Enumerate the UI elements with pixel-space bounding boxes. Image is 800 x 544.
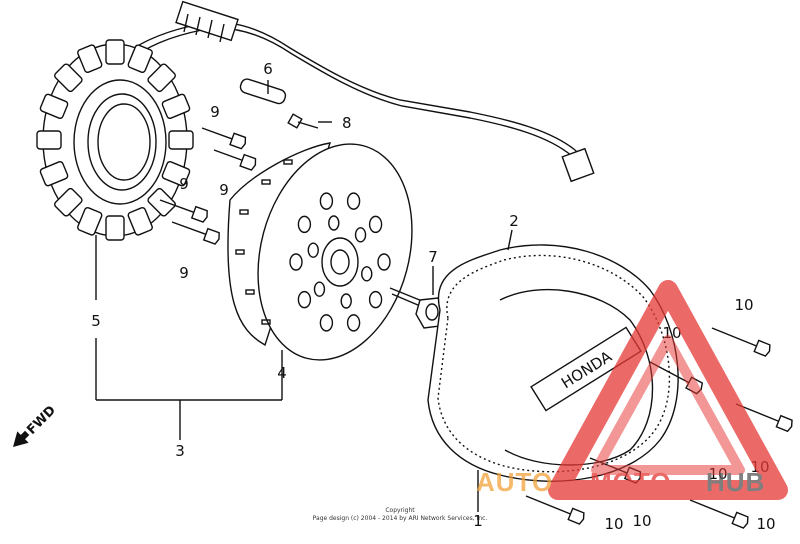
label-3: 3 xyxy=(175,442,185,460)
label-8: 8 xyxy=(342,114,352,132)
bolt-head xyxy=(753,339,771,357)
stator-tooth xyxy=(39,160,69,187)
label-10f: 10 xyxy=(632,512,651,530)
bolt xyxy=(201,127,247,150)
watermark-logo: AUTO MOTO HUB xyxy=(476,280,788,500)
rotor-hole xyxy=(313,281,326,297)
rotor-slot xyxy=(239,209,249,215)
rotor-slot xyxy=(283,159,293,165)
label-1: 1 xyxy=(473,512,483,530)
rotor-hole xyxy=(319,192,334,210)
stator-tooth xyxy=(127,206,153,236)
label-9c: 9 xyxy=(179,175,189,193)
bolt-shank xyxy=(213,149,243,161)
bolt-head xyxy=(202,227,220,245)
bolt xyxy=(525,495,585,525)
bolt-head xyxy=(567,507,585,525)
stator-tooth xyxy=(147,187,176,217)
stator-tooth xyxy=(54,63,83,93)
rotor-hole xyxy=(289,253,303,271)
stator xyxy=(36,39,194,241)
stator-tooth xyxy=(105,39,125,65)
rotor-hole xyxy=(307,242,319,258)
rotor-hole xyxy=(346,314,361,332)
stator-tooth xyxy=(161,160,191,187)
copyright-line-2: Page design (c) 2004 - 2014 by ARI Netwo… xyxy=(313,515,488,522)
bolt xyxy=(171,221,220,245)
part-labels: 6 8 9 9 9 9 5 4 3 7 2 1 10 10 10 10 10 1… xyxy=(91,60,775,533)
watermark-moto: MOTO xyxy=(590,467,672,497)
label-10a: 10 xyxy=(734,296,753,314)
bolt-shank xyxy=(689,499,735,519)
label-9a: 9 xyxy=(210,103,220,121)
bolt-shank xyxy=(159,199,195,213)
stator-tooth xyxy=(168,130,194,150)
bolt-shank xyxy=(525,495,571,515)
copyright-line-1: Copyright xyxy=(385,507,415,514)
bolt-shank xyxy=(171,221,207,235)
rotor-hole xyxy=(297,215,312,234)
generator-cover: HONDA xyxy=(427,244,679,482)
flywheel-rotor xyxy=(227,142,413,361)
arrow-left-icon xyxy=(13,431,29,447)
label-10g: 10 xyxy=(756,515,775,533)
bolt xyxy=(689,499,749,529)
fwd-label: FWD xyxy=(24,403,59,438)
stator-tooth xyxy=(77,206,103,236)
rotor-hole xyxy=(361,266,373,282)
label-9b: 9 xyxy=(219,181,229,199)
label-7: 7 xyxy=(428,248,438,266)
bolt xyxy=(711,327,771,357)
rotor-hole xyxy=(377,253,391,271)
rotor-hole xyxy=(319,314,334,332)
collar-part xyxy=(239,78,287,105)
rotor-slot xyxy=(261,179,271,185)
watermark-hub: HUB xyxy=(706,467,765,497)
leader-lines xyxy=(95,80,513,512)
stator-tooth xyxy=(161,93,191,120)
copyright-notice: Copyright Page design (c) 2004 - 2014 by… xyxy=(313,507,488,522)
rotor-hole xyxy=(297,290,312,309)
stator-tooth xyxy=(77,44,103,74)
label-6: 6 xyxy=(263,60,273,78)
rotor-hole xyxy=(368,215,383,234)
rotor-hole xyxy=(340,293,352,309)
rotor-slot xyxy=(235,249,245,255)
stator-tooth xyxy=(36,130,62,150)
bolt xyxy=(213,149,257,171)
label-5: 5 xyxy=(91,312,101,330)
bolt-head xyxy=(775,414,793,433)
bolt-shank xyxy=(711,327,757,347)
rotor-slot xyxy=(245,289,255,295)
label-2: 2 xyxy=(509,212,519,230)
stator-tooth xyxy=(39,93,69,120)
fwd-indicator: FWD xyxy=(13,403,59,447)
rotor-hole xyxy=(368,290,383,309)
bolt-head xyxy=(239,153,257,171)
watermark-auto: AUTO xyxy=(476,467,553,497)
bolt-head xyxy=(190,205,208,223)
rotor-hole xyxy=(346,192,361,210)
label-4: 4 xyxy=(277,364,287,382)
bolt xyxy=(159,199,208,223)
rotor-hole xyxy=(354,227,367,243)
stator-tooth xyxy=(127,44,153,74)
label-9d: 9 xyxy=(179,264,189,282)
label-10e: 10 xyxy=(604,515,623,533)
bolt-head xyxy=(731,511,749,529)
stator-tooth xyxy=(54,187,83,217)
screw-part xyxy=(287,113,319,129)
rotor-slot xyxy=(261,319,271,325)
stator-tooth xyxy=(105,215,125,241)
mounting-bolts-stator xyxy=(159,127,257,245)
bolt-head xyxy=(229,132,247,150)
stator-tooth xyxy=(147,63,176,93)
wire-harness xyxy=(117,0,595,183)
rotor-hole xyxy=(328,215,340,231)
bolt-shank xyxy=(201,127,233,140)
